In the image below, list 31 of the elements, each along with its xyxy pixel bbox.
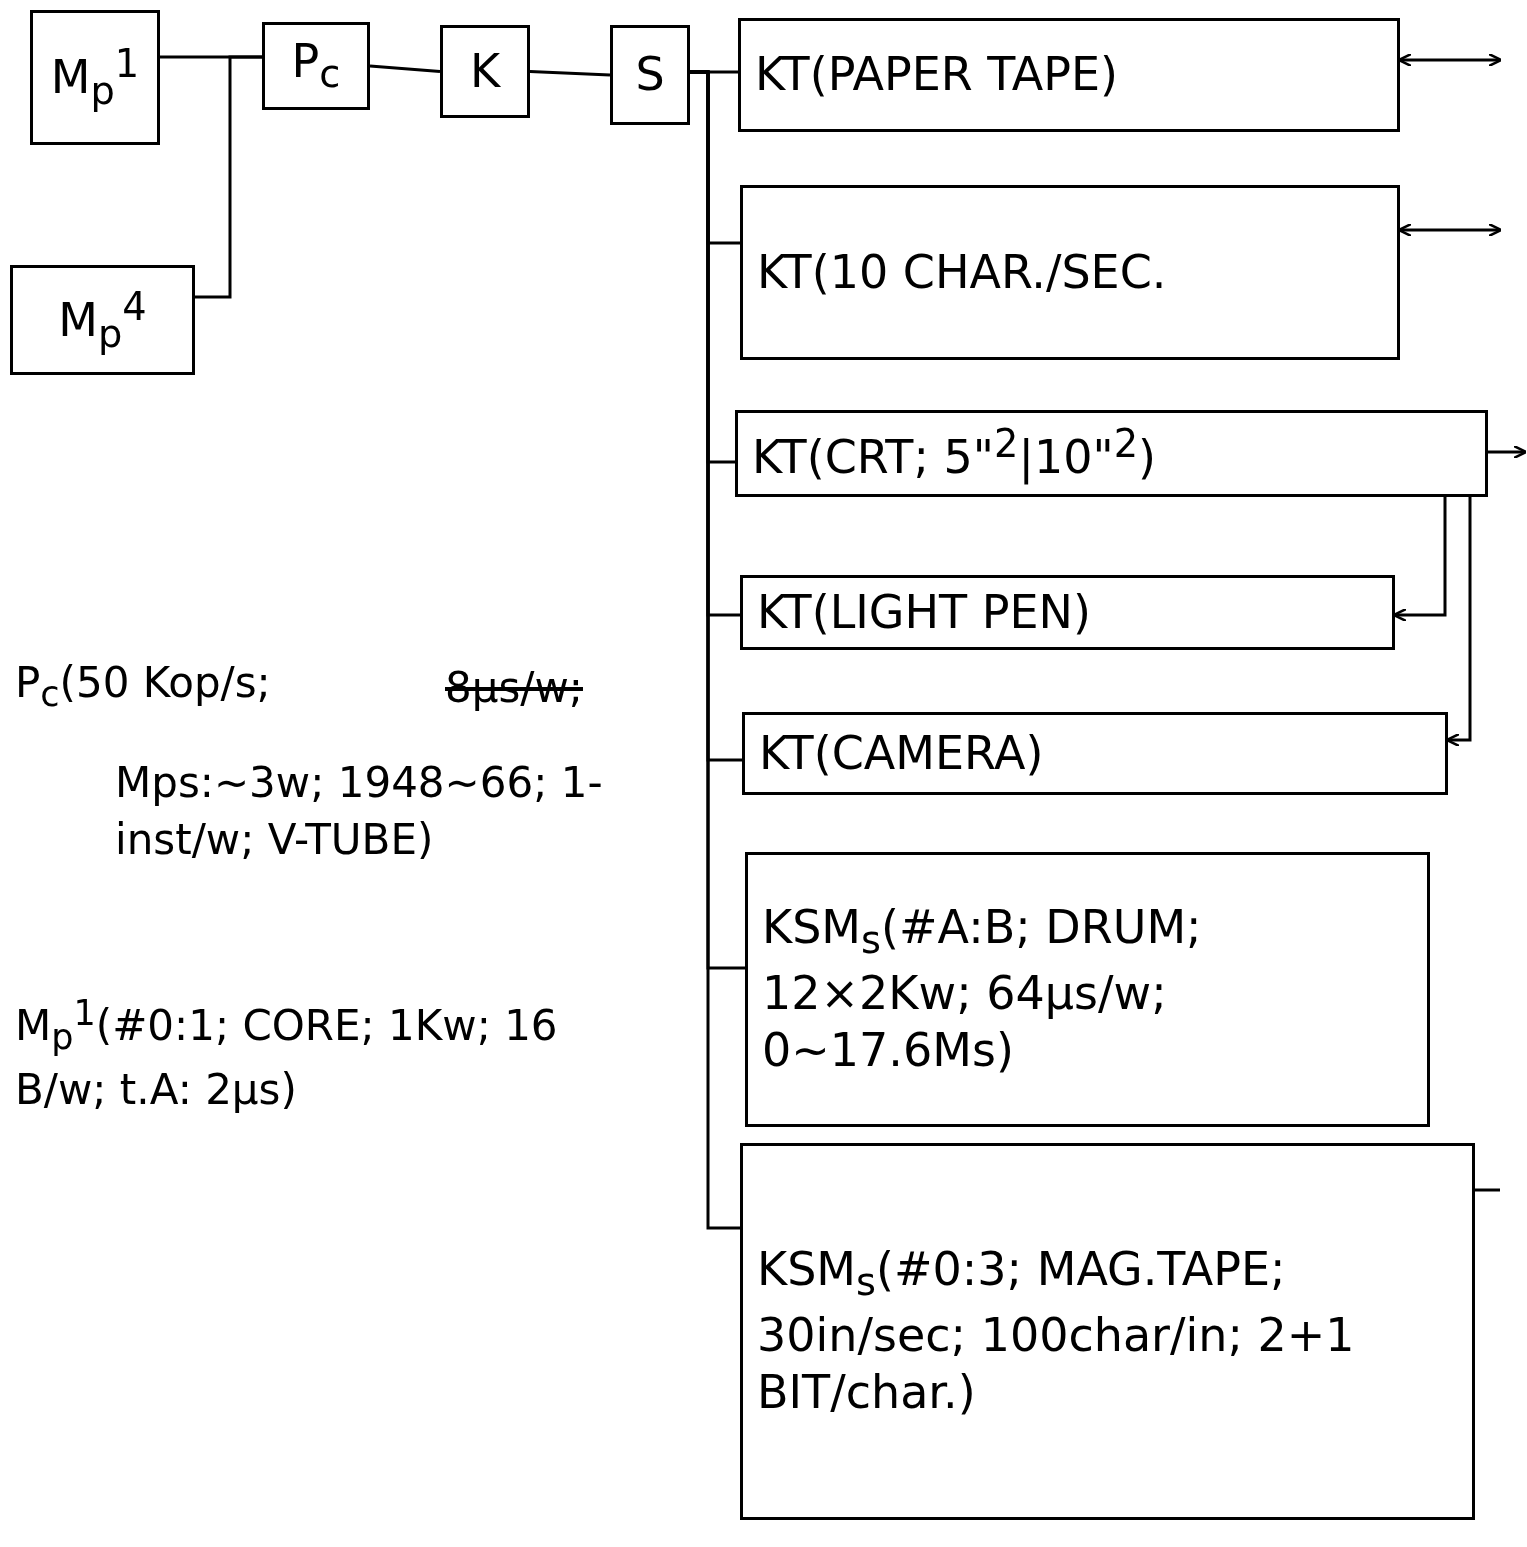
- node-label: KT(CAMERA): [759, 724, 1044, 782]
- processor-box: [262, 22, 370, 110]
- node-label: KSM$_{s}$(#A:B; DRUM; 12×2Kw; 64µs/w; 0∼17.6Ms): [762, 899, 1203, 1080]
- node-label: KT(CRT; 5"$^{2}$|10"$^{2}$): [752, 420, 1156, 487]
- spec-note: P$_{c}$(50 Kop/s;: [15, 657, 272, 717]
- spec-note: M$_{p}$$^{1}$(#0:1; CORE; 1Kw; 16 B/w; t.A: 2µs): [15, 992, 559, 1116]
- connector-line: [195, 55, 262, 299]
- component-box: [745, 852, 1430, 1127]
- component-box: [738, 18, 1400, 132]
- memory-box: [10, 265, 195, 375]
- component-box: [740, 1143, 1475, 1520]
- node-label: KT(PAPER TAPE): [755, 46, 1119, 104]
- component-box: [740, 185, 1400, 360]
- arrow: [1488, 444, 1527, 460]
- component-box: [742, 712, 1448, 795]
- node-label: S: [635, 46, 665, 104]
- switch-box: [610, 25, 690, 125]
- component-box: [740, 575, 1395, 650]
- control-box: [440, 25, 530, 118]
- node-label: KT(10 CHAR./SEC.: [757, 243, 1167, 301]
- node-label: K: [469, 42, 501, 100]
- memory-box: [30, 10, 160, 145]
- connector-line: [369, 64, 441, 73]
- connector-line: [529, 70, 611, 77]
- node-label: KT(LIGHT PEN): [757, 583, 1091, 641]
- node-label: P$_{c}$: [291, 33, 341, 99]
- component-box: [735, 410, 1488, 497]
- connector-line: [1475, 1188, 1500, 1192]
- struck-note: 8µs/w;: [445, 662, 584, 714]
- spec-note: Mps:∼3w; 1948∼66; 1-inst/w; V-TUBE): [115, 757, 604, 866]
- node-label: KSM$_{s}$(#0:3; MAG.TAPE; 30in/sec; 100char/in; 2+1 BIT/char.): [757, 1241, 1356, 1422]
